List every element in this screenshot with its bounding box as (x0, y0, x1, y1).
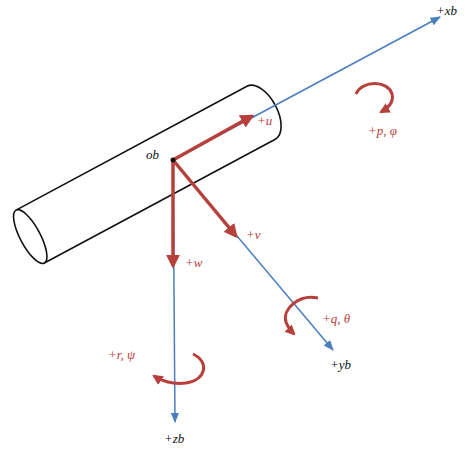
rotation-label: +r, ψ (108, 348, 135, 361)
v-vector (173, 160, 236, 236)
axis-label: +zb (164, 432, 184, 445)
rotation-label: +p, φ (368, 124, 397, 137)
y-axis (173, 160, 333, 350)
u-vector (173, 116, 252, 160)
origin-label: ob (146, 148, 159, 161)
x-axis (173, 17, 440, 160)
axis-label: +yb (330, 358, 351, 371)
pitch-arrow (285, 297, 318, 334)
w-vector (171, 160, 175, 266)
axis-label: +xb (436, 4, 457, 17)
velocity-label: +u (257, 114, 272, 127)
roll-arrow (356, 84, 392, 113)
cylinder-body (7, 79, 289, 268)
velocity-label: +w (185, 256, 202, 269)
rotation-label: +q, θ (322, 312, 350, 325)
velocity-label: +v (246, 228, 261, 241)
origin-dot (171, 158, 176, 163)
yaw-arrow (154, 354, 204, 383)
